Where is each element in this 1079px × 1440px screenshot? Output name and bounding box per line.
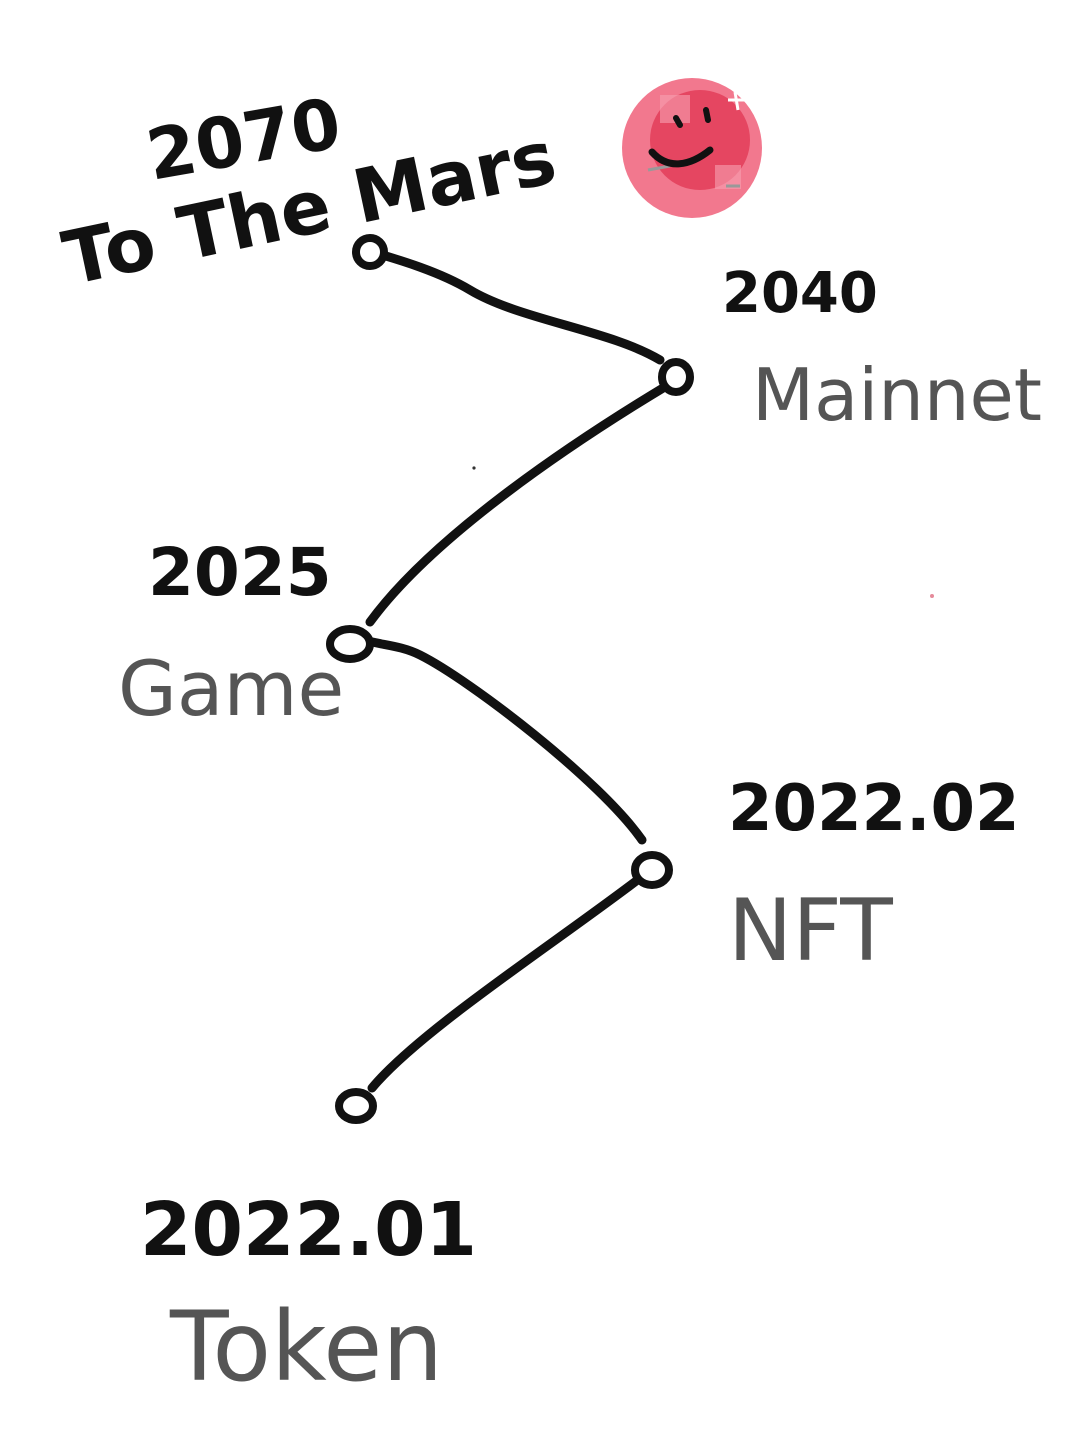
milestone-label: Token bbox=[169, 1291, 443, 1403]
milestone-node-2040 bbox=[658, 358, 694, 396]
milestone-label: Game bbox=[118, 644, 344, 733]
milestone-label: NFT bbox=[728, 881, 893, 981]
milestone-node-2022-02 bbox=[631, 851, 673, 889]
milestone-year: 2025 bbox=[148, 534, 332, 611]
milestone-year: 2040 bbox=[722, 261, 878, 326]
milestone-year: 2022.02 bbox=[728, 772, 1020, 846]
smiling-planet-icon bbox=[622, 78, 762, 218]
milestone-label: Mainnet bbox=[752, 353, 1042, 437]
milestone-year: 2022.01 bbox=[140, 1187, 477, 1273]
milestone-node-2070 bbox=[352, 234, 388, 270]
milestone-node-2022-01 bbox=[335, 1088, 377, 1124]
speck bbox=[930, 594, 934, 598]
roadmap-path bbox=[360, 247, 673, 1093]
milestone-node-2025 bbox=[326, 625, 374, 663]
speck bbox=[472, 466, 476, 470]
